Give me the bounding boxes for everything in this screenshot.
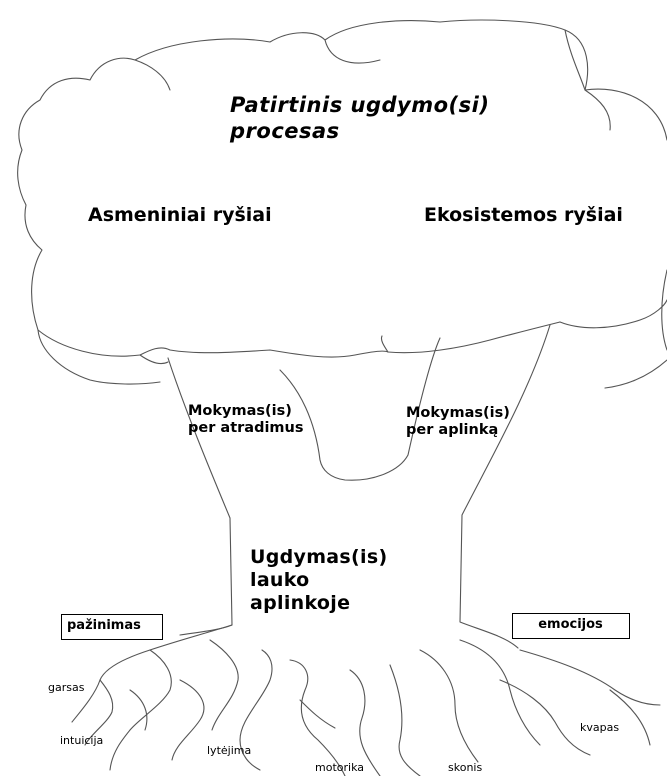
- right-branch-label: Ekosistemos ryšiai: [424, 205, 623, 227]
- root-10: [420, 650, 478, 762]
- root-5: [210, 640, 238, 730]
- crown-inner-arc-2: [565, 30, 610, 130]
- root-7: [290, 660, 345, 776]
- crown-inner-arc-3: [135, 60, 170, 90]
- root-label-smell: kvapas: [580, 722, 619, 735]
- root-label-intuition: intuicija: [60, 735, 103, 748]
- root-3: [110, 650, 171, 770]
- root-13: [520, 650, 660, 705]
- trunk-line-3: aplinkoje: [250, 592, 387, 615]
- left-branch-label: Asmeniniai ryšiai: [88, 205, 272, 227]
- title-line-2: procesas: [230, 118, 489, 144]
- teaching-discovery-label: Mokymas(is) per atradimus: [188, 403, 303, 437]
- root-9: [390, 665, 420, 776]
- root-label-touch: lytėjima: [207, 745, 251, 758]
- crown-bottom: [38, 322, 560, 357]
- trunk-line-2: lauko: [250, 569, 387, 592]
- diagram-title: Patirtinis ugdymo(si) procesas: [230, 92, 489, 144]
- root-15: [130, 690, 147, 730]
- crown-lower-right: [560, 300, 667, 328]
- teaching-environment-label: Mokymas(is) per aplinką: [406, 405, 510, 439]
- teaching-discovery-line-2: per atradimus: [188, 420, 303, 437]
- emotions-box: emocijos: [512, 613, 630, 639]
- root-label-sound: garsas: [48, 682, 84, 695]
- crown-inner-arc-1: [325, 40, 380, 63]
- trunk-label: Ugdymas(is) lauko aplinkoje: [250, 546, 387, 615]
- root-label-taste: skonis: [448, 762, 482, 775]
- teaching-environment-line-1: Mokymas(is): [406, 405, 510, 422]
- root-12: [500, 680, 590, 755]
- crown-lower-left: [38, 330, 160, 384]
- trunk-right: [460, 325, 550, 648]
- teaching-discovery-line-1: Mokymas(is): [188, 403, 303, 420]
- trunk-line-1: Ugdymas(is): [250, 546, 387, 569]
- crown-right-edge: [662, 270, 667, 350]
- crown-notch: [140, 355, 168, 364]
- crown-outline: [18, 20, 667, 330]
- title-line-1: Patirtinis ugdymo(si): [230, 92, 489, 118]
- crown-notch-2: [381, 336, 388, 352]
- teaching-environment-line-2: per aplinką: [406, 422, 510, 439]
- trunk-left: [168, 358, 232, 635]
- crown-right-bulge: [605, 360, 667, 388]
- root-11: [460, 640, 540, 745]
- root-label-motor: motorika: [315, 762, 364, 775]
- root-4: [172, 680, 204, 760]
- knowing-box: pažinimas: [61, 614, 163, 640]
